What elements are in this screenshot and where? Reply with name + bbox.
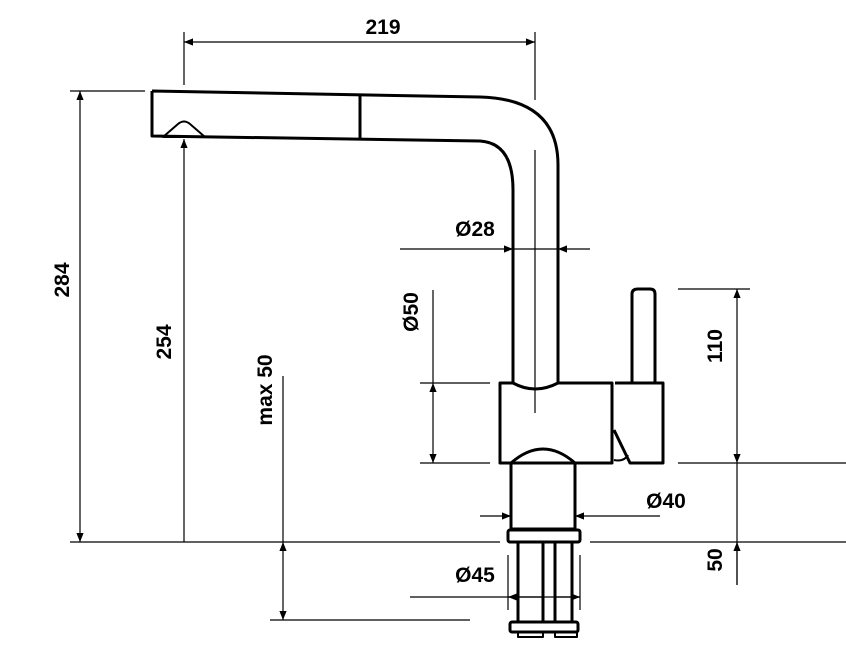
mounting-plate <box>508 620 580 634</box>
faucet-outline <box>150 89 665 638</box>
dim-label-284: 284 <box>51 262 74 297</box>
dim-label-d50: Ø50 <box>400 292 423 332</box>
dim-label-d40: Ø40 <box>646 490 686 513</box>
dim-label-max-50: max 50 <box>254 354 277 425</box>
shank <box>509 461 577 531</box>
lever <box>630 287 657 383</box>
mounting-rods <box>516 542 574 622</box>
lever-housing <box>612 381 665 465</box>
dim-label-219: 219 <box>365 16 400 39</box>
body <box>498 381 614 465</box>
aerator <box>162 120 206 138</box>
dim-label-50: 50 <box>704 548 727 571</box>
spout <box>150 89 560 383</box>
flange <box>506 528 582 544</box>
dim-label-d28: Ø28 <box>455 218 495 241</box>
dim-label-110: 110 <box>704 329 727 363</box>
dimension-lines <box>70 32 846 621</box>
dim-label-d45: Ø45 <box>455 564 495 587</box>
dim-label-254: 254 <box>153 324 176 359</box>
